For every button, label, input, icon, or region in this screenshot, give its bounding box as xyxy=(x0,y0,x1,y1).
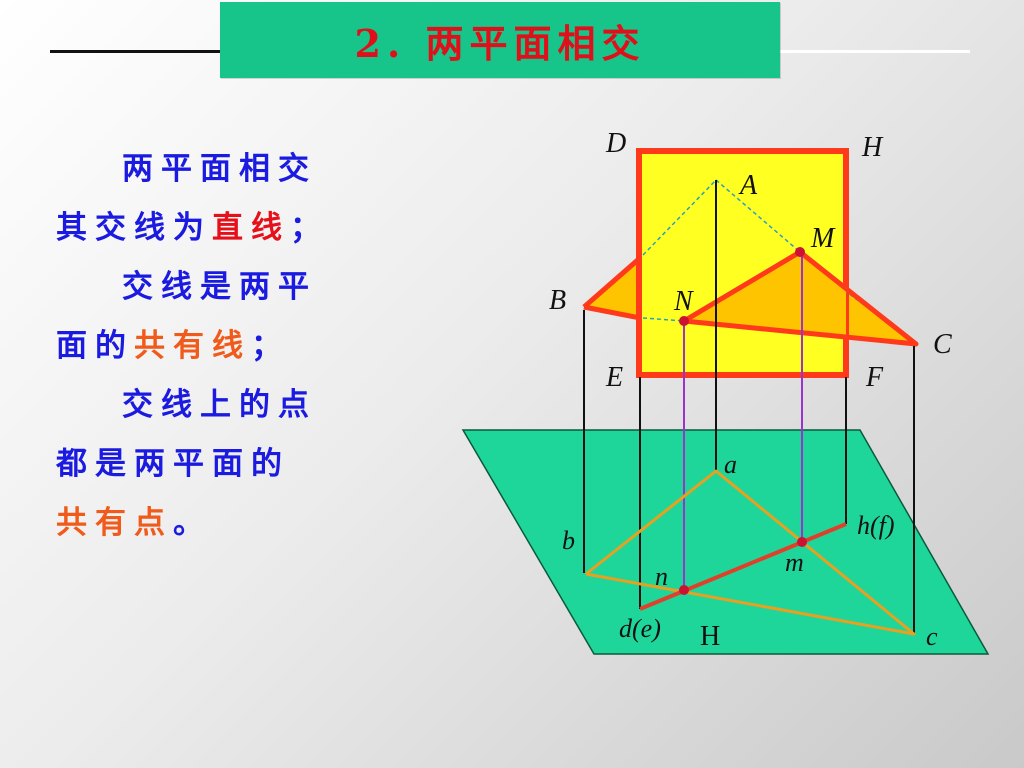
label-hf: h(f) xyxy=(857,511,895,540)
label-d: D xyxy=(605,128,626,159)
keyword-common-point: 共有点 xyxy=(56,505,173,541)
projection-plane-h xyxy=(461,429,990,655)
header-rule-left xyxy=(50,50,220,53)
text-line-5-content: 交线上的点 xyxy=(122,387,317,423)
projected-line-de-hf xyxy=(639,522,847,611)
text-line-2-prefix: 其交线为 xyxy=(56,210,212,246)
label-a: A xyxy=(738,170,758,201)
text-line-2: 其交线为直线； xyxy=(56,199,396,258)
keyword-common-line: 共有线 xyxy=(134,328,251,364)
triangle-edge-bc-left xyxy=(583,304,641,321)
text-line-4-suffix: ； xyxy=(251,328,290,364)
text-line-4-prefix: 面的 xyxy=(56,328,134,364)
label-n: N xyxy=(673,286,694,317)
text-line-1-content: 两平面相交 xyxy=(122,151,317,187)
header-rule-right xyxy=(780,50,970,53)
point-m-projection xyxy=(797,537,807,547)
label-b: B xyxy=(549,285,566,316)
title-banner: 2. 两平面相交 xyxy=(220,2,780,78)
label-de: d(e) xyxy=(619,614,661,643)
label-c-lower: c xyxy=(926,622,938,651)
triangle-visible-edges xyxy=(682,249,919,347)
label-n-lower: n xyxy=(655,562,668,591)
explanation-text: 两平面相交 其交线为直线； 交线是两平 面的共有线； 交线上的点 都是两平面的 … xyxy=(56,140,396,553)
text-line-7: 共有点。 xyxy=(56,494,396,553)
label-e: E xyxy=(605,362,623,393)
point-m xyxy=(795,247,805,257)
label-b-lower: b xyxy=(562,526,575,555)
text-line-3-content: 交线是两平 xyxy=(122,269,317,305)
label-h-top: H xyxy=(861,132,884,163)
text-line-4: 面的共有线； xyxy=(56,317,396,376)
text-line-6-content: 都是两平面的 xyxy=(56,446,290,482)
label-m-lower: m xyxy=(785,548,804,577)
triangle-edge-ba xyxy=(582,256,642,309)
hidden-edge-ba xyxy=(642,179,717,256)
triangle-visible-part xyxy=(684,252,846,338)
point-n-projection xyxy=(679,585,689,595)
projected-triangle-abc xyxy=(585,469,916,636)
label-plane-h: H xyxy=(700,621,720,652)
point-n xyxy=(679,316,689,326)
text-line-5: 交线上的点 xyxy=(56,376,396,435)
text-line-2-suffix: ； xyxy=(290,210,329,246)
hidden-edge-am xyxy=(715,179,801,253)
label-a-lower: a xyxy=(724,450,737,479)
label-c: C xyxy=(933,329,952,360)
keyword-straight-line: 直线 xyxy=(212,210,290,246)
text-line-1: 两平面相交 xyxy=(56,140,396,199)
text-line-3: 交线是两平 xyxy=(56,258,396,317)
label-f: F xyxy=(865,362,884,393)
text-line-7-suffix: 。 xyxy=(173,505,212,541)
label-m: M xyxy=(810,223,836,254)
slide-title: 2. 两平面相交 xyxy=(354,20,646,66)
text-line-6: 都是两平面的 xyxy=(56,435,396,494)
